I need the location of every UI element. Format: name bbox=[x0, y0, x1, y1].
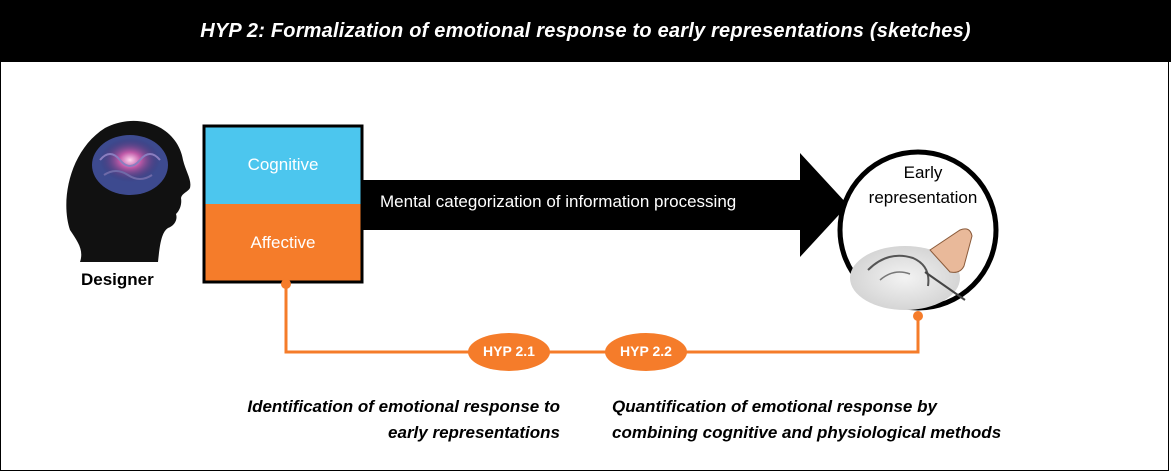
processing-arrow bbox=[362, 153, 848, 257]
hyp-2-2-description: Quantification of emotional response by … bbox=[612, 394, 1082, 446]
early-representation-line1: Early bbox=[903, 163, 943, 182]
cognitive-affective-box bbox=[202, 124, 364, 284]
designer-label: Designer bbox=[81, 270, 154, 289]
hyp-2-1-pill bbox=[468, 333, 550, 371]
hyp-2-1-description-line2: early representations bbox=[388, 423, 560, 442]
header-title: HYP 2: Formalization of emotional respon… bbox=[200, 19, 971, 42]
hyp-2-2-description-line2: combining cognitive and physiological me… bbox=[612, 423, 1002, 442]
hyp-2-1-description: Identification of emotional response to … bbox=[150, 394, 560, 446]
early-representation-line2: representation bbox=[868, 188, 978, 207]
header-bar: HYP 2: Formalization of emotional respon… bbox=[0, 0, 1171, 62]
cognitive-label: Cognitive bbox=[247, 155, 319, 174]
hyp-2-2-pill bbox=[605, 333, 687, 371]
cognitive-block bbox=[204, 126, 362, 204]
affective-label: Affective bbox=[250, 233, 316, 252]
hyp-2-2-label: HYP 2.2 bbox=[620, 343, 672, 359]
hyp-2-1-description-line1: Identification of emotional response to bbox=[247, 397, 560, 416]
hyp-2-2-description-line1: Quantification of emotional response by bbox=[612, 397, 937, 416]
hyp-connector bbox=[281, 279, 923, 371]
hyp-2-1-label: HYP 2.1 bbox=[483, 343, 535, 359]
designer-head-icon bbox=[66, 120, 191, 263]
early-representation-circle bbox=[837, 149, 999, 311]
arrow-label: Mental categorization of information pro… bbox=[380, 192, 737, 211]
early-representation-label: Early representation bbox=[848, 160, 998, 210]
affective-block bbox=[204, 204, 362, 282]
